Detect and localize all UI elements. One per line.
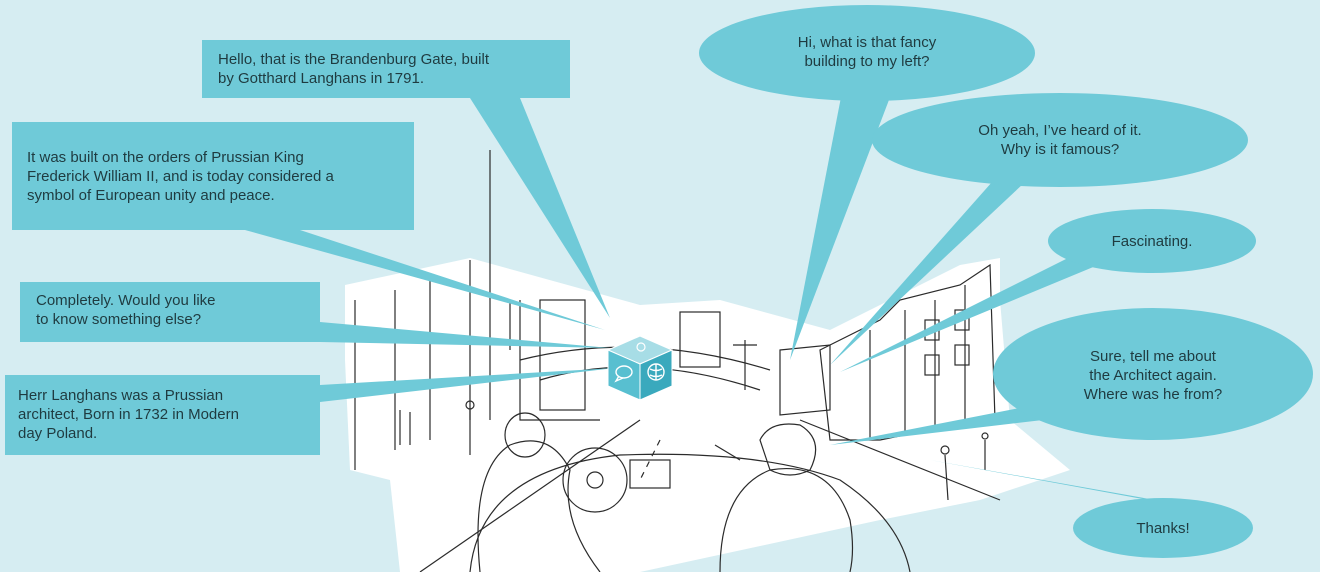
assistant-message-offer: Completely. Would you like to know somet… [36, 291, 316, 329]
passenger-message-fascinating: Fascinating. [1072, 232, 1232, 251]
assistant-cube [608, 336, 672, 400]
assistant-message-architect: Herr Langhans was a Prussian architect, … [18, 386, 318, 443]
street-scene-sketch [345, 150, 1070, 572]
assistant-message-history: It was built on the orders of Prussian K… [27, 148, 407, 205]
passenger-message-thanks: Thanks! [1103, 519, 1223, 538]
passenger-message-question: Hi, what is that fancy building to my le… [737, 33, 997, 71]
passenger-message-architect: Sure, tell me about the Architect again.… [1043, 347, 1263, 404]
passenger-message-famous: Oh yeah, I’ve heard of it. Why is it fam… [920, 121, 1200, 159]
assistant-message-brandenburg: Hello, that is the Brandenburg Gate, bui… [218, 50, 563, 88]
